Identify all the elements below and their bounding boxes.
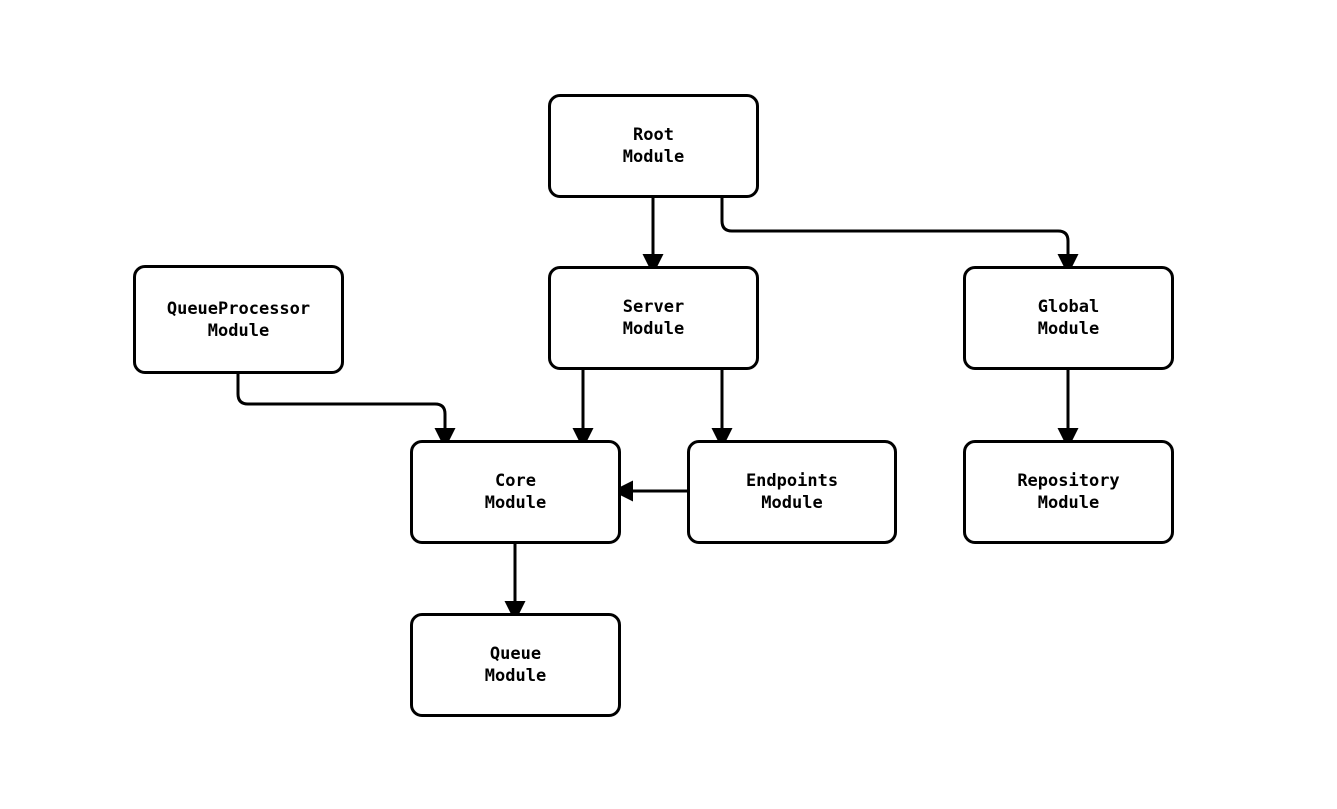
node-label-line1: Endpoints [745,471,839,491]
node-label-line2: Module [761,493,823,513]
node-label-line2: Module [207,320,270,341]
node-label-line1: Repository [1017,471,1120,491]
node-label-line2: Module [1037,319,1100,339]
node-label-line1: QueueProcessor [166,298,311,319]
node-label-line2: Module [1037,493,1100,513]
node-label-line1: Global [1037,297,1100,317]
edge-queueprocessor-to-core [236,374,456,449]
node-label-line2: Module [484,493,547,513]
edges-group [236,198,1079,622]
node-label-line2: Module [622,147,685,167]
node-label-line2: Module [622,319,685,339]
node-label-line1: Queue [489,644,542,664]
node-label-line1: Server [622,297,685,317]
node-label-line1: Core [495,471,536,491]
edge-root-to-global [720,198,1079,275]
node-label-line2: Module [484,666,547,686]
node-label-line1: Root [633,125,674,145]
